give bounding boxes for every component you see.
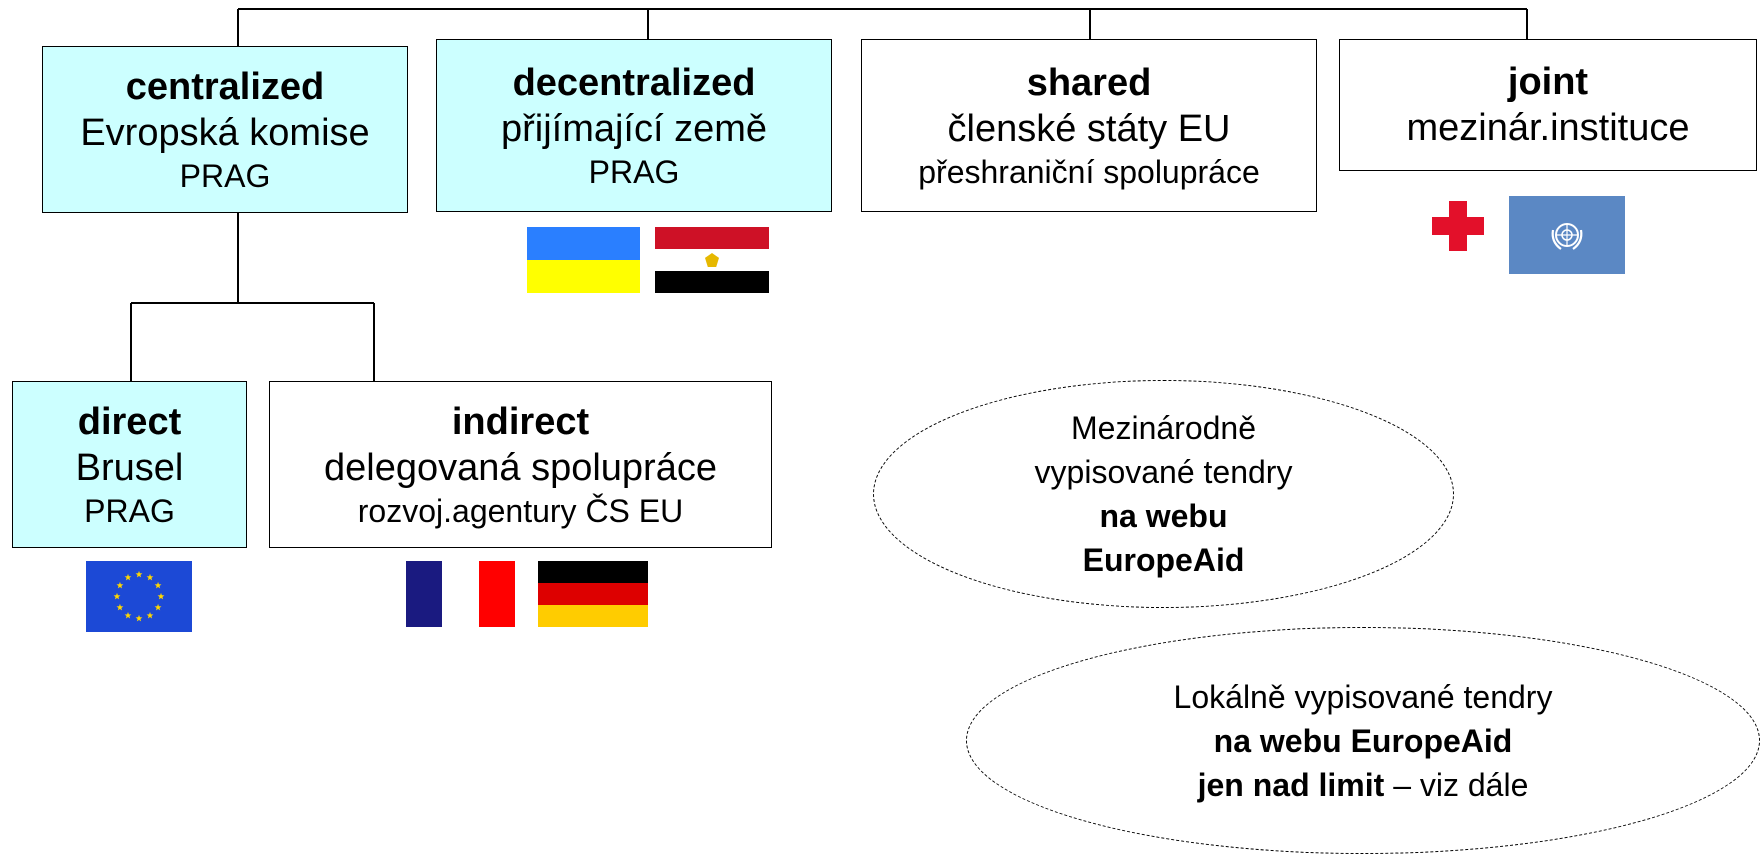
indirect-box: indirect delegovaná spolupráce rozvoj.ag… [269,381,772,548]
eagle-icon [705,253,719,268]
eu-star-icon [116,603,124,611]
eu-flag [86,561,192,632]
box-title: shared [1026,61,1152,104]
eu-star-icon [146,611,154,619]
ellipse-line-bold: na webu [1099,498,1228,534]
eu-star-icon [154,581,162,589]
joint-box: joint mezinár.instituce [1339,39,1757,171]
eu-star-icon [157,592,165,600]
box-title: decentralized [512,61,756,104]
eu-star-icon [135,614,143,622]
eu-star-icon [154,603,162,611]
box-title: direct [77,400,182,443]
box-detail: přeshraniční spolupráce [918,153,1260,190]
international-tenders-ellipse: Mezinárodně vypisované tendry na webu Eu… [873,380,1454,608]
box-detail: PRAG [179,157,271,194]
box-detail: rozvoj.agentury ČS EU [357,492,684,529]
eu-star-icon [116,581,124,589]
ukraine-flag [527,227,640,293]
box-subtitle: členské státy EU [947,107,1231,150]
box-subtitle: Evropská komise [80,111,370,154]
box-subtitle: přijímající země [500,107,768,150]
red-cross-flag [1432,201,1484,251]
shared-box: shared členské státy EU přeshraniční spo… [861,39,1317,212]
box-title: indirect [451,400,590,443]
ellipse-line: Lokálně vypisované tendry [1173,678,1553,715]
eu-star-icon [124,611,132,619]
ellipse-line-bold: na webu EuropeAid [1213,722,1513,759]
box-subtitle: mezinár.instituce [1406,107,1690,149]
ellipse-line: Mezinárodně [1071,410,1256,446]
ellipse-line-mixed: jen nad limit – viz dále [1197,766,1529,803]
box-title: joint [1507,61,1589,103]
box-subtitle: Brusel [75,446,184,489]
germany-flag [538,561,648,627]
local-tenders-ellipse: Lokálně vypisované tendry na webu Europe… [966,627,1760,854]
box-detail: PRAG [588,153,680,190]
eu-star-icon [135,570,143,578]
eu-star-icon [113,592,121,600]
box-detail: PRAG [84,492,175,529]
box-title: centralized [125,65,325,108]
egypt-flag [655,227,769,293]
box-subtitle: delegovaná spolupráce [324,446,717,489]
centralized-box: centralized Evropská komise PRAG [42,46,408,213]
france-flag [406,561,515,627]
decentralized-box: decentralized přijímající země PRAG [436,39,832,212]
ellipse-line: vypisované tendry [1034,454,1293,490]
eu-stars-icon [113,570,165,622]
ellipse-line-bold: EuropeAid [1082,542,1245,578]
eu-star-icon [124,573,132,581]
eu-star-icon [146,573,154,581]
un-emblem-icon [1551,223,1583,250]
un-flag [1509,196,1625,274]
direct-box: direct Brusel PRAG [12,381,247,548]
